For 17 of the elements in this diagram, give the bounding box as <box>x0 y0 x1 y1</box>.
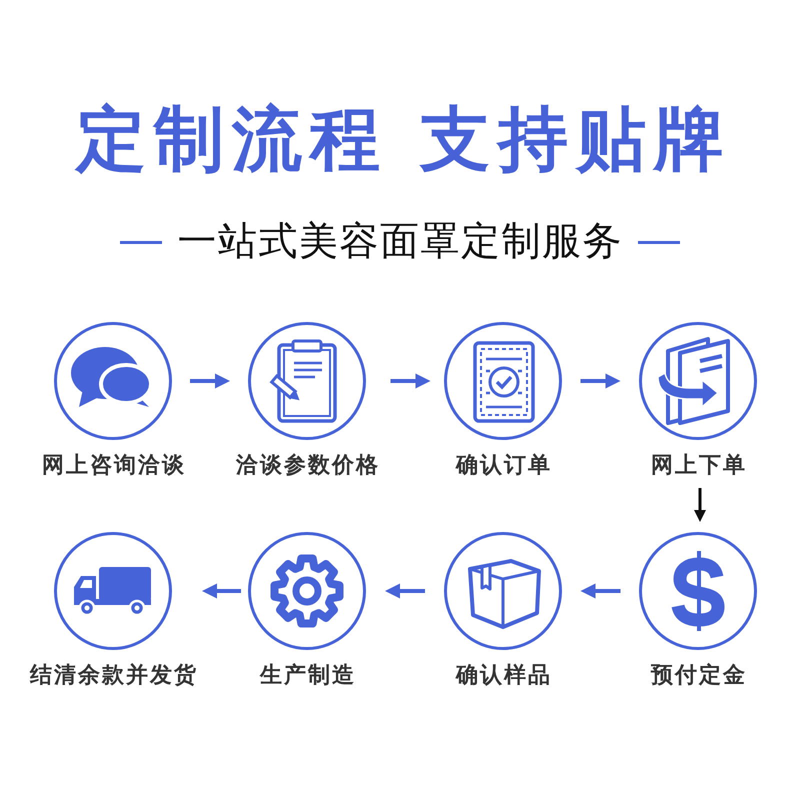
step-label: 洽谈参数价格 <box>236 453 380 479</box>
arrow <box>580 374 620 388</box>
arrow <box>390 374 430 388</box>
arrow <box>694 488 706 522</box>
arrow <box>385 584 425 598</box>
title: 定制流程 支持贴牌 <box>76 100 732 178</box>
arrow <box>580 584 620 598</box>
step-label: 确认样品 <box>456 663 552 689</box>
step-label: 确认订单 <box>456 453 552 479</box>
subtitle: 一站式美容面罩定制服务 <box>177 219 623 265</box>
step-label: 生产制造 <box>260 663 356 689</box>
step-label: 网上咨询洽谈 <box>42 453 186 479</box>
step-label: 预付定金 <box>651 663 747 689</box>
step-label: 结清余款并发货 <box>30 663 198 689</box>
arrow <box>202 584 241 598</box>
step-label: 网上下单 <box>651 453 747 479</box>
arrow <box>190 374 230 388</box>
